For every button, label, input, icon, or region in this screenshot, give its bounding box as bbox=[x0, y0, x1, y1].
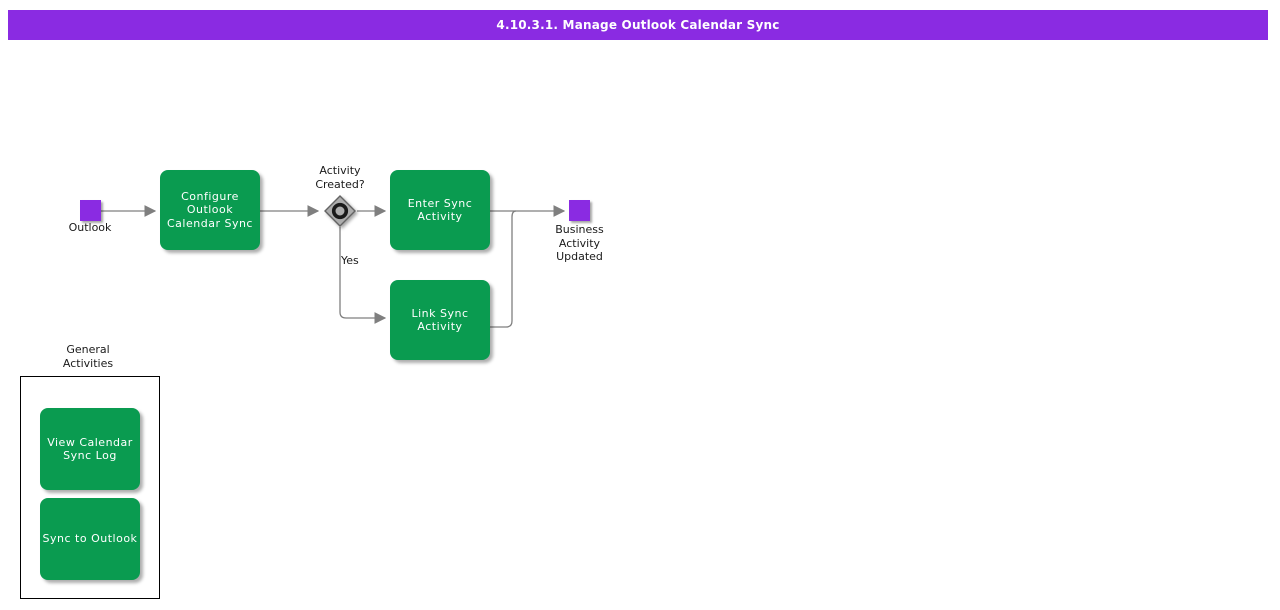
decision-activity-created[interactable] bbox=[318, 189, 362, 233]
diagram-title-bar: 4.10.3.1. Manage Outlook Calendar Sync bbox=[8, 10, 1268, 40]
process-configure-outlook-calendar-sync[interactable]: Configure Outlook Calendar Sync bbox=[160, 170, 260, 250]
process-view-calendar-sync-log[interactable]: View Calendar Sync Log bbox=[40, 408, 140, 490]
diagram-title: 4.10.3.1. Manage Outlook Calendar Sync bbox=[496, 18, 780, 32]
general-activities-title: General Activities bbox=[62, 343, 114, 370]
process-link-sync-activity[interactable]: Link Sync Activity bbox=[390, 280, 490, 360]
decision-ring-icon bbox=[331, 202, 349, 220]
decision-diamond-shape bbox=[324, 195, 356, 227]
process-sync-to-outlook[interactable]: Sync to Outlook bbox=[40, 498, 140, 580]
connector-link-sync-join bbox=[490, 210, 517, 328]
start-event-label: Outlook bbox=[68, 221, 112, 234]
start-event-outlook bbox=[80, 200, 101, 221]
connector-decision-yes-to-link-sync bbox=[339, 227, 387, 324]
process-enter-sync-activity[interactable]: Enter Sync Activity bbox=[390, 170, 490, 250]
end-event-business-activity-updated bbox=[569, 200, 590, 221]
end-event-label: Business Activity Updated bbox=[555, 223, 604, 263]
decision-question-label: Activity Created? bbox=[315, 164, 365, 191]
decision-yes-branch-label: Yes bbox=[341, 254, 359, 267]
